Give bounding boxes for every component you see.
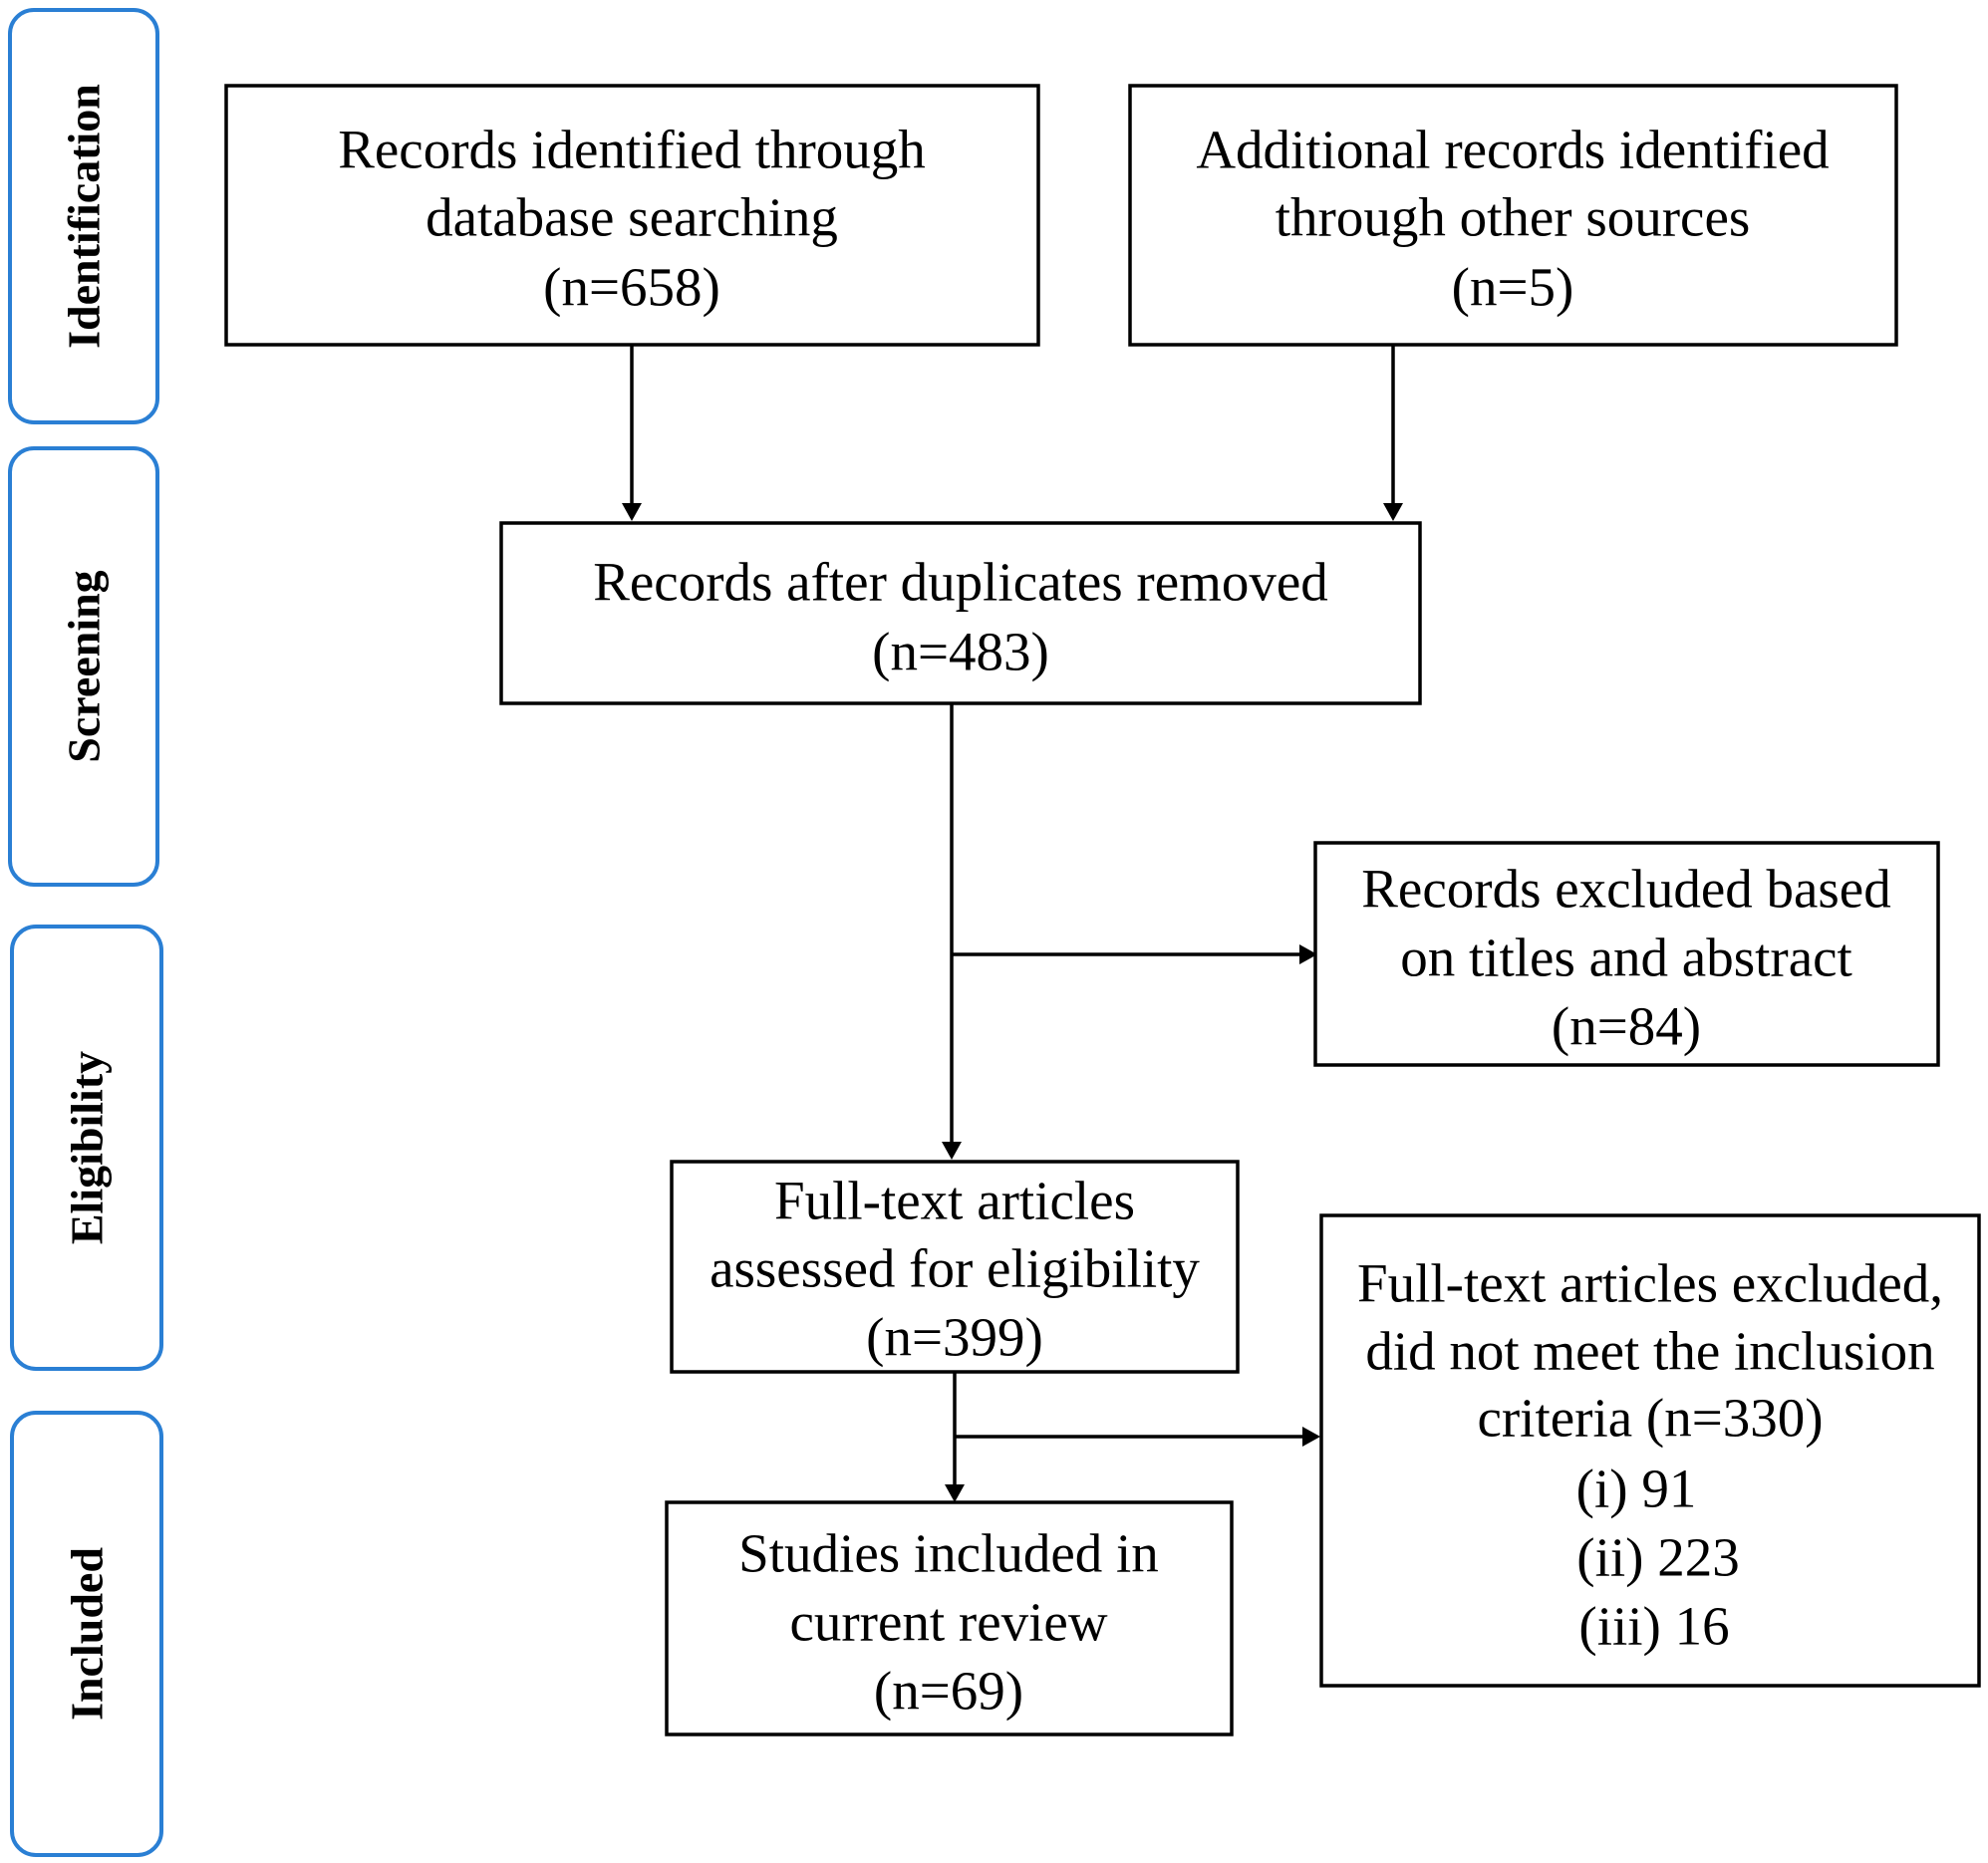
- box-full-text-assessed-count: (n=399): [866, 1307, 1043, 1368]
- box-full-text-assessed-line-2: assessed for eligibility: [710, 1238, 1200, 1299]
- arrowhead-down-icon: [945, 1484, 965, 1502]
- connectors: [622, 345, 1403, 1502]
- arrowhead-down-icon: [622, 503, 642, 521]
- stage-screening: Screening: [8, 446, 159, 887]
- box-studies-included-count: (n=69): [874, 1661, 1023, 1722]
- box-after-duplicates-frame: [499, 521, 1422, 705]
- box-studies-included-frame: [665, 1500, 1234, 1736]
- stage-eligibility: Eligibility: [10, 925, 163, 1371]
- arrowhead-down-icon: [1383, 503, 1403, 521]
- box-excluded-titles-line-1: Records excluded based: [1361, 859, 1890, 920]
- arrowhead-down-icon: [942, 1142, 962, 1160]
- stage-included-frame: [10, 1411, 163, 1857]
- stage-eligibility-frame: [10, 925, 163, 1371]
- box-database-records-line-1: Records identified through: [338, 120, 926, 180]
- box-full-text-excluded-line-2: did not meet the inclusion: [1365, 1321, 1934, 1382]
- box-full-text-excluded-line-1: Full-text articles excluded,: [1357, 1253, 1943, 1314]
- box-full-text-excluded-reason-1: (i) 91: [1576, 1459, 1697, 1519]
- stage-included: Included: [10, 1411, 163, 1857]
- stage-screening-label: Screening: [59, 570, 110, 762]
- box-full-text-excluded-reason-3: (iii) 16: [1578, 1596, 1729, 1657]
- box-other-sources-line-1: Additional records identified: [1196, 120, 1829, 180]
- box-full-text-assessed-line-1: Full-text articles: [774, 1171, 1135, 1231]
- box-full-text-assessed-frame: [670, 1160, 1240, 1374]
- box-full-text-excluded-line-3: criteria (n=330): [1477, 1388, 1823, 1449]
- stage-identification: Identification: [8, 8, 159, 424]
- box-after-duplicates: Records after duplicates removed (n=483): [499, 521, 1422, 705]
- box-studies-included-line-1: Studies included in: [738, 1523, 1159, 1584]
- stage-eligibility-label: Eligibility: [62, 1051, 113, 1244]
- box-excluded-titles: Records excluded based on titles and abs…: [1313, 841, 1940, 1067]
- box-studies-included: Studies included in current review (n=69…: [665, 1500, 1234, 1736]
- box-other-sources-line-2: through other sources: [1276, 187, 1751, 248]
- box-database-records-count: (n=658): [543, 257, 720, 318]
- box-studies-included-line-2: current review: [789, 1592, 1107, 1653]
- box-excluded-titles-line-2: on titles and abstract: [1400, 928, 1852, 988]
- box-full-text-excluded: Full-text articles excluded, did not mee…: [1319, 1213, 1981, 1688]
- box-other-sources-count: (n=5): [1452, 257, 1574, 318]
- box-after-duplicates-count: (n=483): [872, 622, 1049, 682]
- box-database-records-frame: [224, 84, 1040, 347]
- stage-identification-frame: [8, 8, 159, 424]
- box-other-sources: Additional records identified through ot…: [1128, 84, 1898, 347]
- box-excluded-titles-frame: [1313, 841, 1940, 1067]
- arrowhead-right-icon: [1299, 944, 1317, 964]
- box-full-text-excluded-reason-2: (ii) 223: [1576, 1527, 1739, 1588]
- box-full-text-excluded-frame: [1319, 1213, 1981, 1688]
- box-database-records-line-2: database searching: [426, 187, 838, 248]
- box-after-duplicates-line-1: Records after duplicates removed: [593, 552, 1328, 613]
- stage-included-label: Included: [62, 1547, 113, 1721]
- stage-identification-label: Identification: [59, 84, 110, 349]
- box-other-sources-frame: [1128, 84, 1898, 347]
- box-database-records: Records identified through database sear…: [224, 84, 1040, 347]
- stage-screening-frame: [8, 446, 159, 887]
- box-full-text-assessed: Full-text articles assessed for eligibil…: [670, 1160, 1240, 1374]
- box-excluded-titles-count: (n=84): [1552, 996, 1701, 1057]
- arrowhead-right-icon: [1302, 1427, 1320, 1447]
